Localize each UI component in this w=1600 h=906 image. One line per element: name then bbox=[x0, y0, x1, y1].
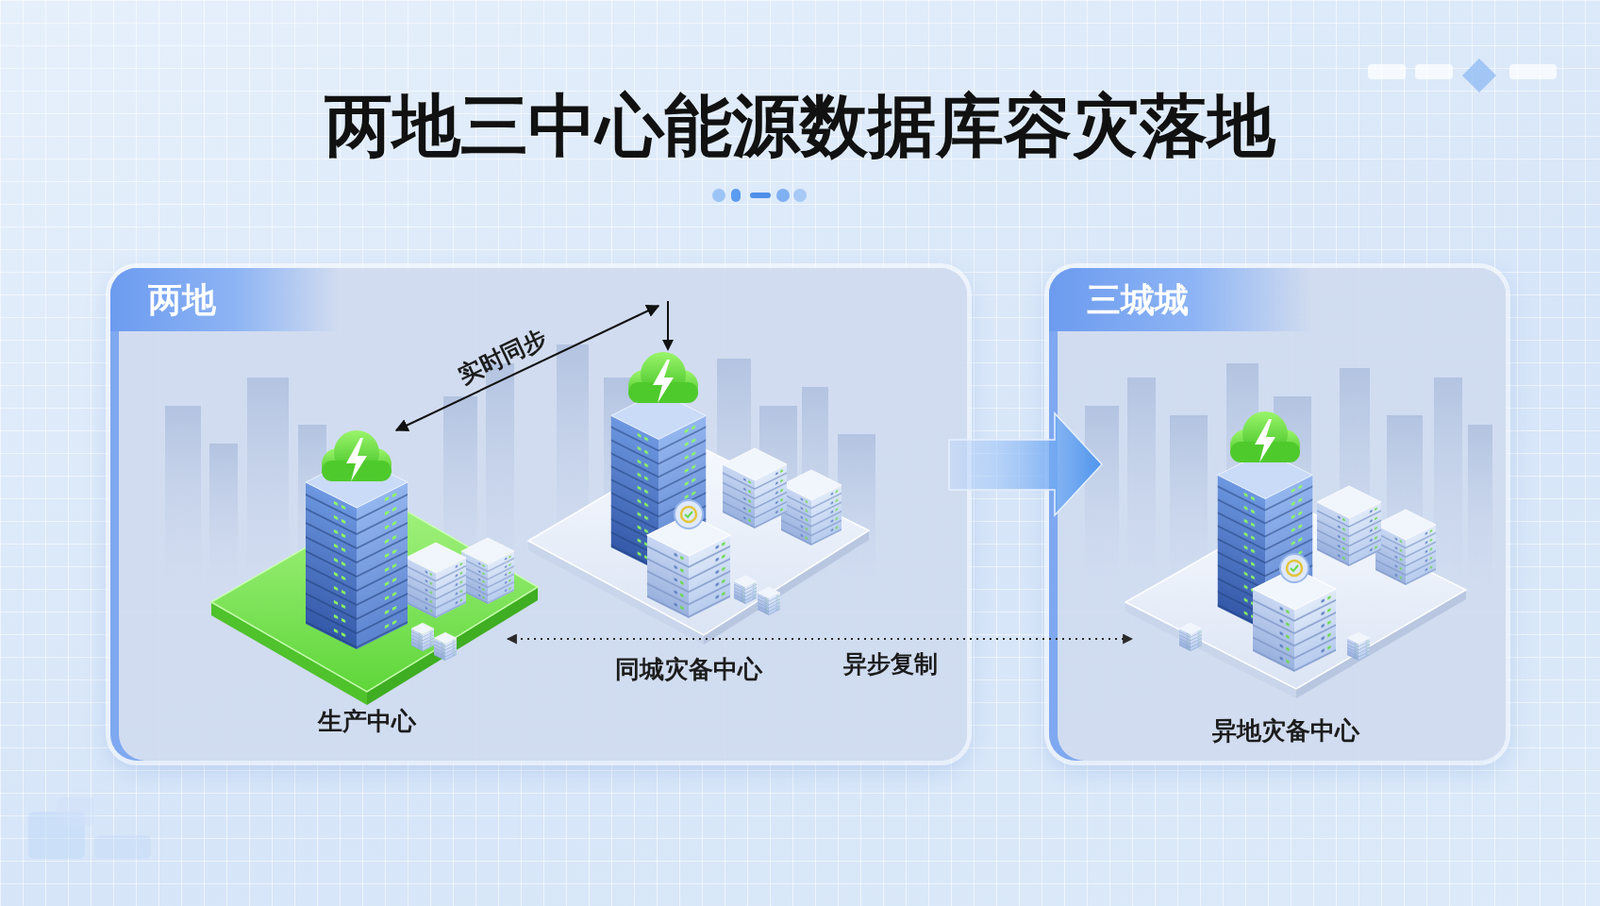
region-heading: 两地 bbox=[110, 267, 339, 332]
site-label: 生产中心 bbox=[314, 706, 420, 736]
flow-arrow bbox=[949, 413, 1102, 516]
edge-label-wrap: 实时同步 bbox=[453, 323, 551, 390]
edge-label-wrap: 异步复制 bbox=[843, 650, 938, 679]
site-node: 同城灾备中心 bbox=[530, 305, 848, 684]
site-node: 异地灾备中心 bbox=[1132, 377, 1440, 746]
async-replication-line bbox=[507, 637, 1133, 640]
edge-label: 实时同步 bbox=[453, 323, 551, 390]
same-city-site-art bbox=[528, 300, 869, 645]
corner-decoration bbox=[28, 58, 1557, 859]
region-heading: 三城城 bbox=[1049, 267, 1312, 332]
site-label: 同城灾备中心 bbox=[611, 654, 767, 684]
sync-line bbox=[396, 305, 659, 431]
title-dots bbox=[712, 188, 807, 202]
diagram-title: 两地三中心能源数据库容灾落地 bbox=[324, 84, 1276, 167]
region-panel: 三城城异地灾备中心 bbox=[1049, 267, 1506, 761]
site-node: 生产中心 bbox=[226, 430, 508, 736]
skyline bbox=[165, 344, 1493, 585]
edge-label: 异步复制 bbox=[843, 650, 938, 679]
site-label: 异地灾备中心 bbox=[1208, 716, 1364, 746]
region-panel: 两地生产中心 同城灾备中心 bbox=[110, 267, 967, 761]
production-site-art bbox=[211, 430, 538, 705]
remote-site-art bbox=[1125, 411, 1467, 699]
title-wrap: 两地三中心能源数据库容灾落地 bbox=[0, 84, 1600, 167]
